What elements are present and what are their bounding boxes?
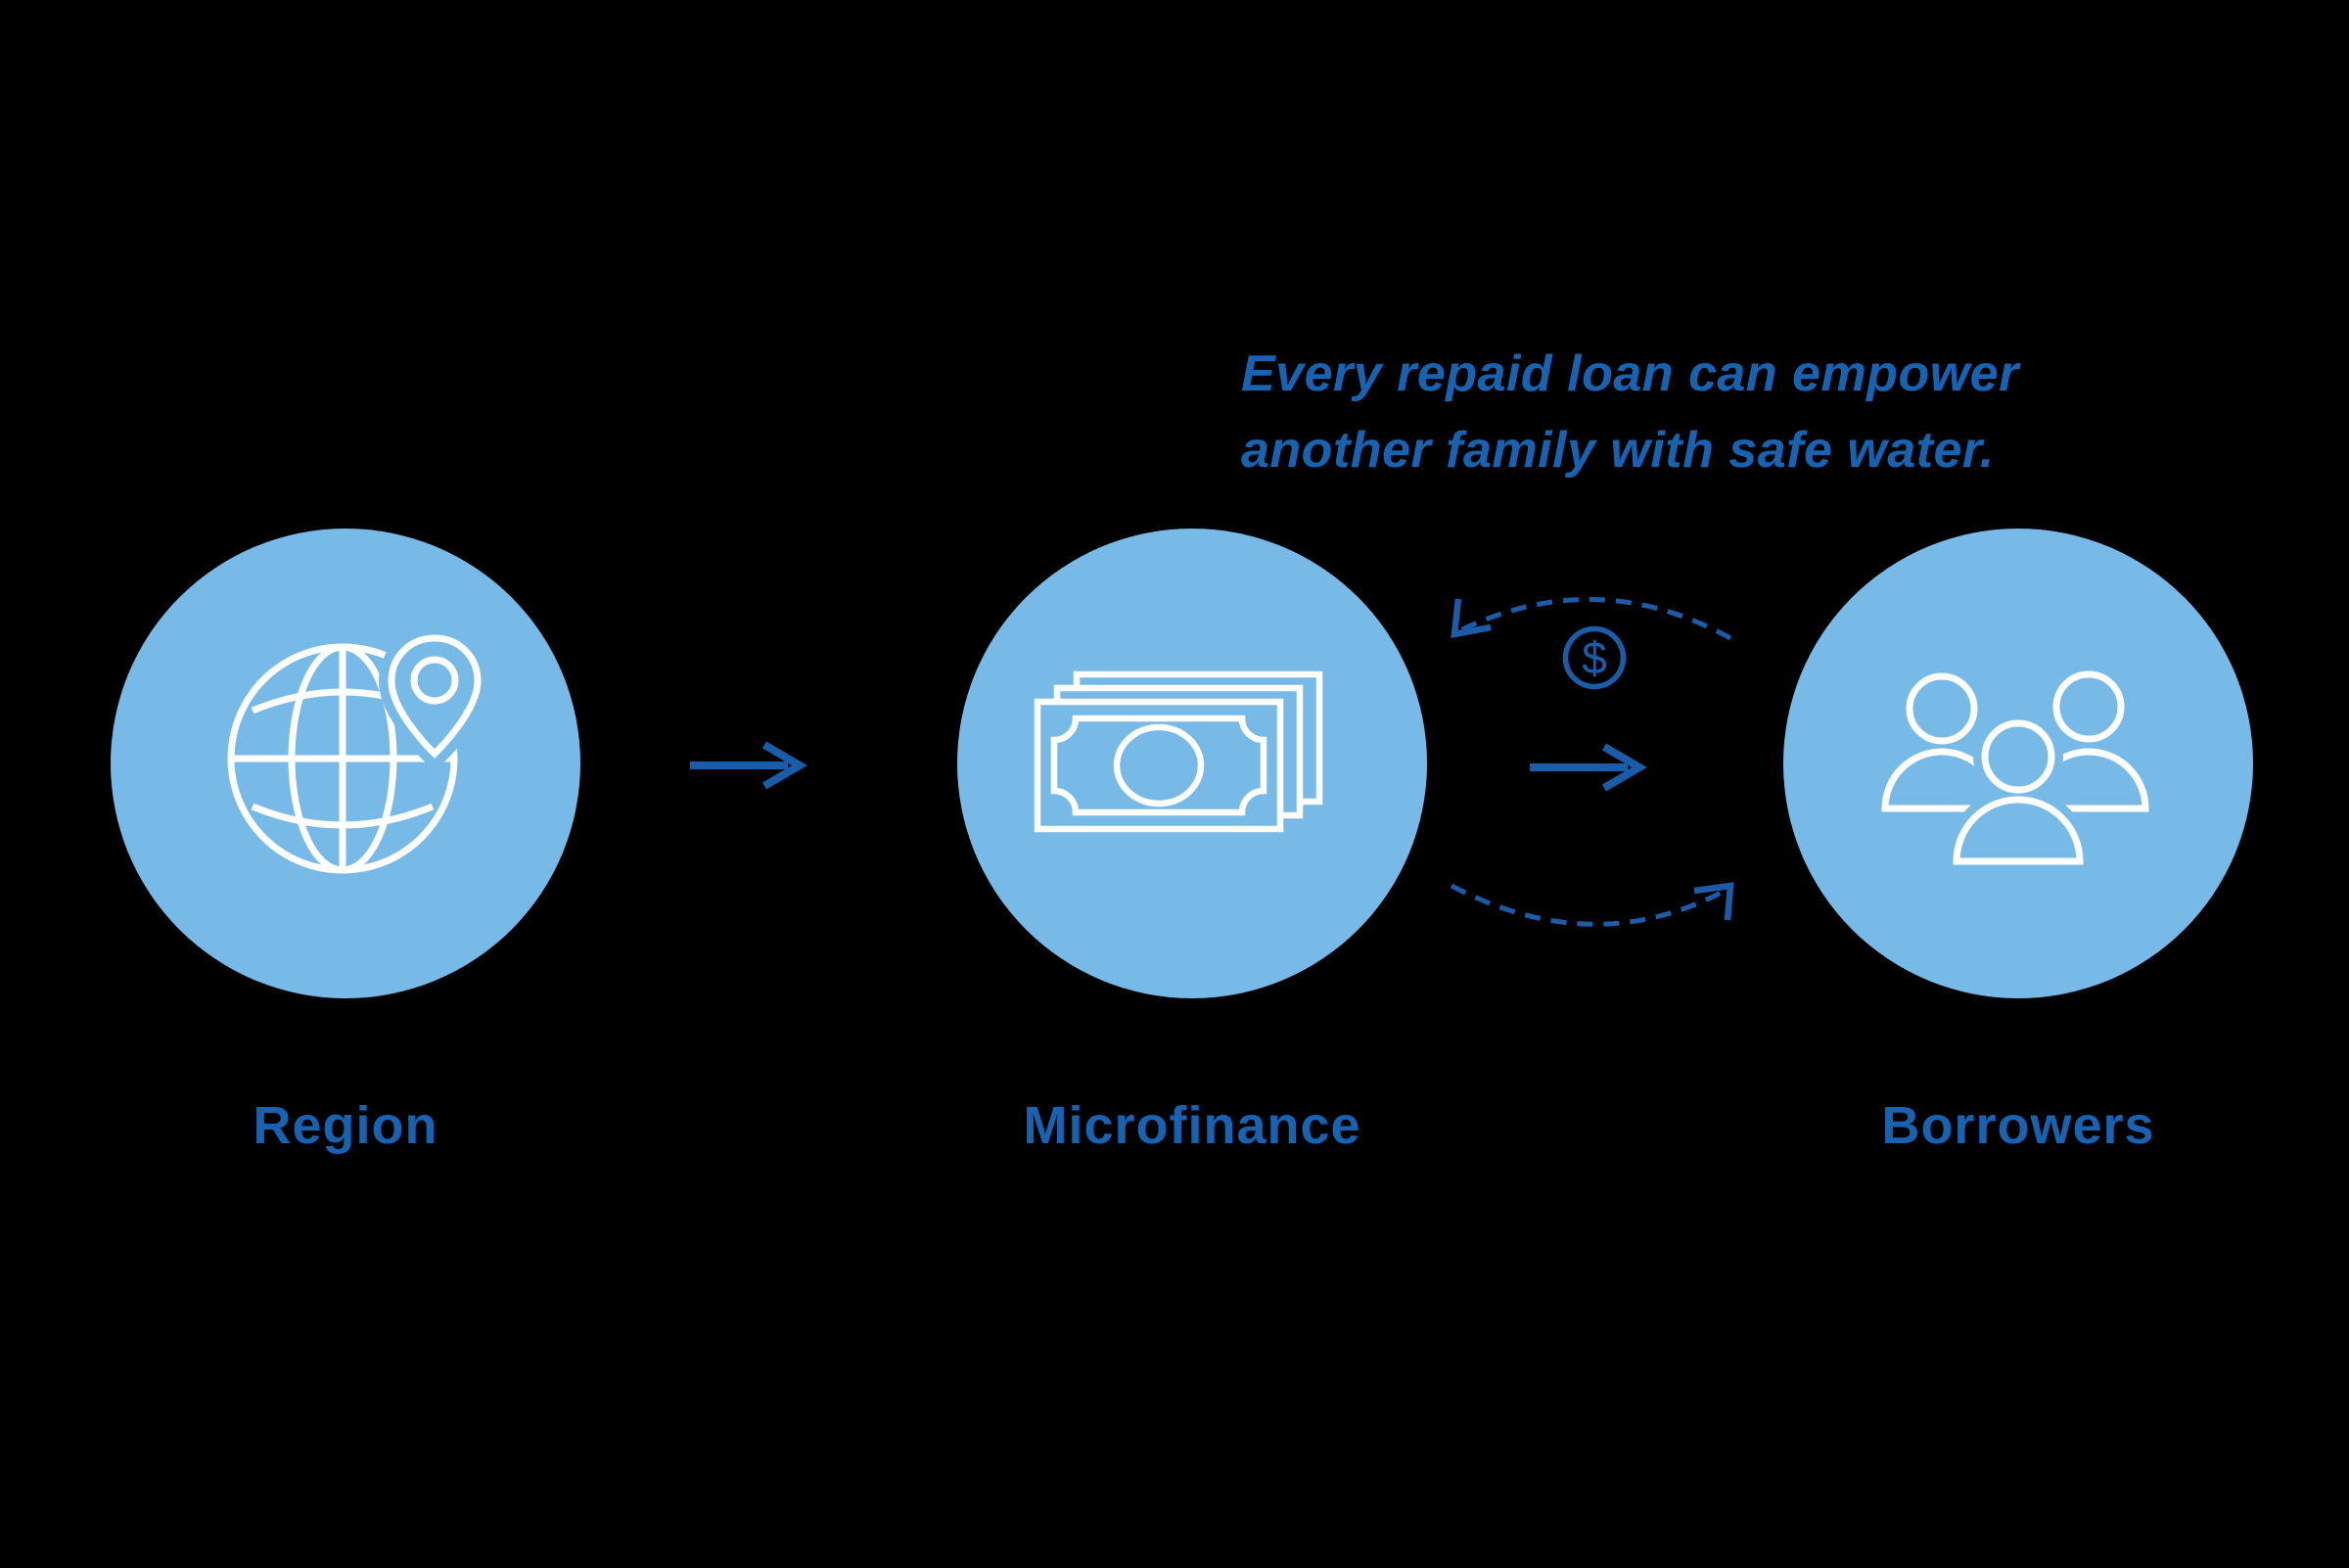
repayment-loop-top-arc [1454,597,1732,641]
region-label: Region [253,1096,438,1155]
repayment-loop-bottom-arc [1450,883,1730,927]
repayment-loop-bottom-arrowhead [1693,882,1734,921]
annotation-line-2: another family with safe water. [1241,422,1995,479]
repayment-loop-arrows-icon [1450,597,1734,927]
people-group-icon [1881,670,2149,867]
microfinance-label: Microfinance [1023,1096,1361,1155]
globe-location-icon [227,626,491,874]
dollar-symbol: $ [1582,632,1607,683]
repayment-loop-top-arrowhead [1451,598,1492,639]
banknotes-icon [1034,670,1323,833]
dollar-circle-icon: $ [1562,625,1627,690]
annotation-text: Every repaid loan can empower another fa… [1241,336,2044,488]
borrowers-label: Borrowers [1881,1096,2155,1155]
microfinance-to-borrowers-arrow-icon [1530,743,1647,792]
region-to-microfinance-arrow-icon [690,741,807,790]
annotation-line-1: Every repaid loan can empower [1241,346,2019,402]
